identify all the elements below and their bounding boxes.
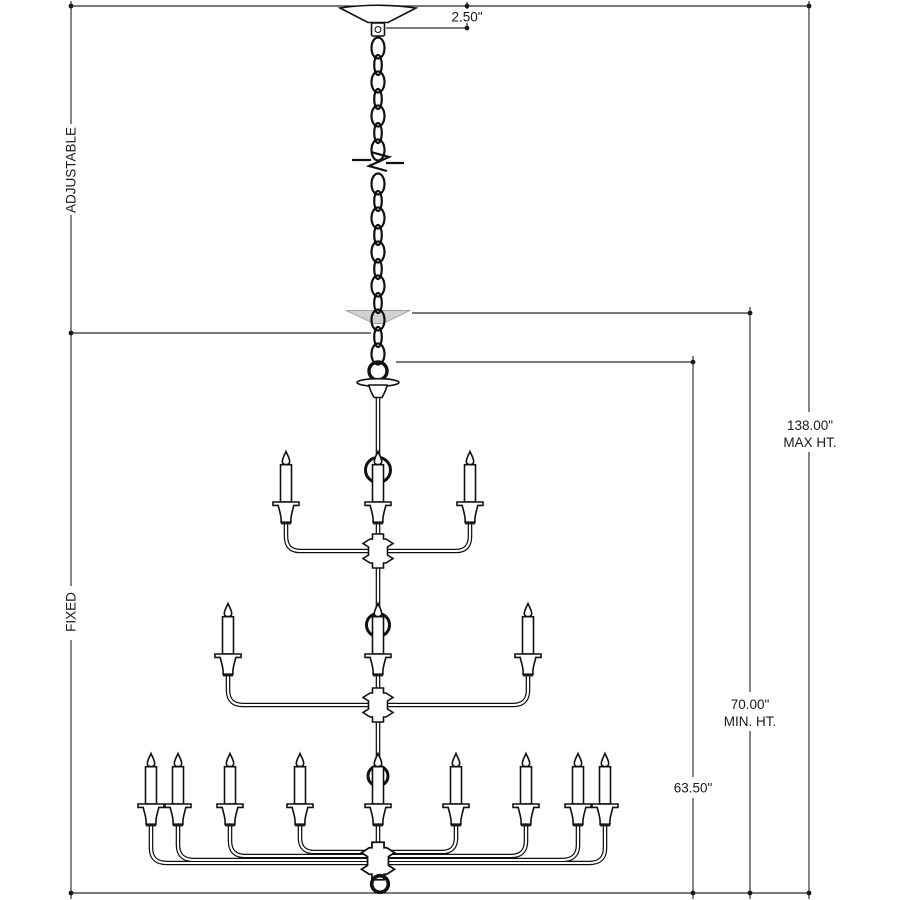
chain-link [373, 257, 383, 281]
candle [564, 752, 592, 828]
candle [364, 602, 392, 678]
candle [214, 602, 242, 678]
chain-link [373, 189, 383, 213]
dimension-tick-dots [68, 3, 812, 896]
dimension-tick-dot [68, 890, 74, 896]
ghost-canopy [345, 310, 411, 324]
candle [364, 752, 392, 828]
chain-link [370, 138, 386, 162]
candle [442, 752, 470, 828]
fixture-top-assembly [356, 360, 400, 399]
ceiling-canopy [337, 4, 419, 37]
dimension-tick-dot [464, 3, 470, 9]
chain-link [370, 274, 386, 298]
dimension-tick-dot [690, 890, 696, 896]
dimension-lines [68, 1, 812, 899]
max-height-caption: MAX HT. [783, 435, 836, 450]
chain-link [370, 104, 386, 128]
chain-link [370, 172, 386, 196]
candle [137, 752, 165, 828]
candle [456, 450, 484, 526]
chain-break-symbol [352, 150, 404, 173]
chain-link [373, 325, 383, 349]
dimension-tick-dot [464, 25, 470, 31]
dimension-labels: 2.50" ADJUSTABLE FIXED 138.00" MAX HT. 7… [64, 9, 837, 796]
dimension-tick-dot [68, 3, 74, 9]
chain-link [370, 36, 386, 60]
candle [286, 752, 314, 828]
chain-link [373, 53, 383, 77]
chain-link [370, 240, 386, 264]
candle [216, 752, 244, 828]
dimension-tick-dot [68, 330, 74, 336]
chain-link [373, 291, 383, 315]
dimension-tick-dot [806, 3, 812, 9]
chain-link [373, 87, 383, 111]
bottom-ring-finial [369, 873, 391, 895]
canopy-cone [337, 4, 419, 24]
chain-link [370, 206, 386, 230]
hanging-chain [370, 36, 386, 366]
dimension-tick-dot [690, 359, 696, 365]
chandelier-drawing [137, 4, 619, 895]
candle [514, 602, 542, 678]
chain-link [373, 121, 383, 145]
canopy-height-label: 2.50" [451, 10, 482, 25]
canopy-stem [370, 22, 386, 37]
dimension-tick-dot [747, 890, 753, 896]
candle [164, 752, 192, 828]
candle [272, 450, 300, 526]
chain-link [370, 70, 386, 94]
candle [512, 752, 540, 828]
chain-link [370, 308, 386, 332]
candle [591, 752, 619, 828]
fixed-label: FIXED [64, 592, 79, 632]
canopy-stem-detail [374, 25, 382, 34]
min-height-value: 70.00" [731, 697, 770, 712]
max-height-value: 138.00" [787, 418, 833, 433]
dimension-tick-dot [806, 890, 812, 896]
fixture-height-value: 63.50" [674, 781, 713, 796]
chain-link [373, 223, 383, 247]
dimension-tick-dot [747, 310, 753, 316]
chain-link [370, 342, 386, 366]
min-height-caption: MIN. HT. [724, 714, 777, 729]
label-backing [448, 9, 486, 23]
top-neck [368, 384, 388, 399]
adjustable-label: ADJUSTABLE [64, 127, 79, 213]
